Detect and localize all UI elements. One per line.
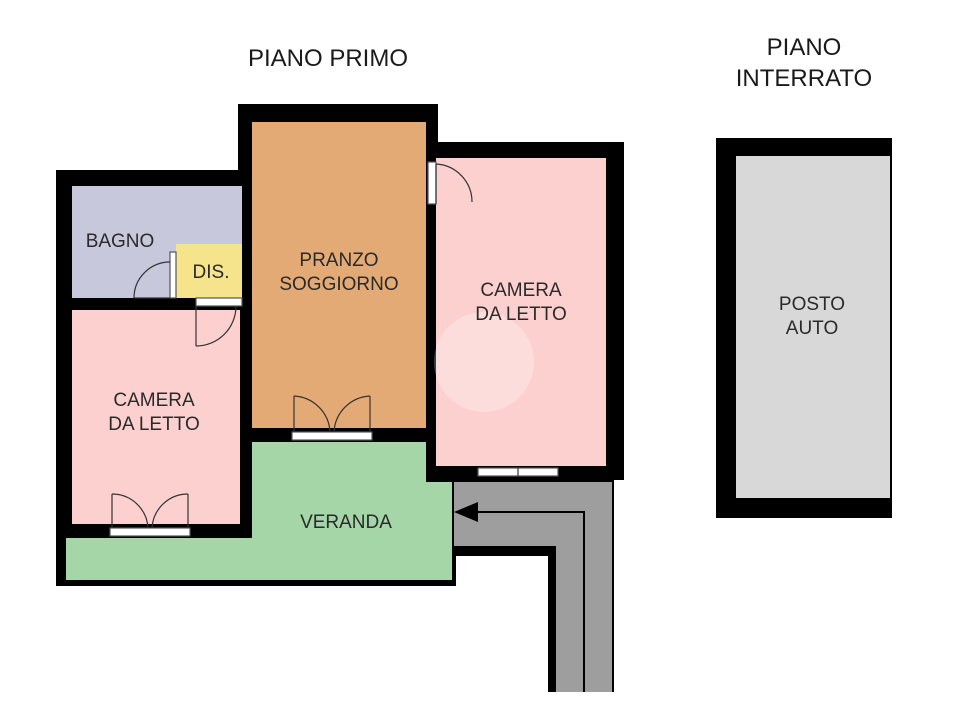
room-camera-left	[72, 310, 240, 524]
label-camera-right-line1: CAMERA	[480, 280, 562, 301]
ramp	[454, 482, 612, 692]
door-camera-right	[427, 161, 473, 205]
label-bagno: BAGNO	[86, 231, 155, 252]
door-bagno	[133, 251, 177, 299]
label-camera-left-line2: DA LETTO	[108, 414, 200, 435]
door-camera-left-double	[109, 493, 191, 537]
label-veranda: VERANDA	[300, 512, 392, 533]
room-dis	[176, 244, 242, 298]
label-camera-left-line1: CAMERA	[113, 390, 195, 411]
ramp-surface	[454, 482, 612, 692]
label-camera-right-line2: DA LETTO	[475, 304, 567, 325]
heading-piano-primo: PIANO PRIMO	[248, 45, 408, 72]
heading-piano-interrato-line2: INTERRATO	[736, 65, 872, 92]
room-veranda	[66, 442, 452, 580]
heading-piano-interrato-line1: PIANO	[767, 34, 842, 61]
watermark-logo	[434, 312, 534, 412]
room-camera-right	[436, 158, 606, 466]
room-pranzo-soggiorno	[252, 122, 426, 428]
doors	[109, 161, 559, 537]
label-posto-auto-line2: AUTO	[786, 318, 838, 339]
rooms	[66, 122, 890, 580]
door-pranzo-double	[291, 395, 373, 441]
label-pranzo-line2: SOGGIORNO	[279, 274, 398, 295]
label-posto-auto-line1: POSTO	[779, 294, 845, 315]
labels: PIANO PRIMO PIANO INTERRATO BAGNO DIS. P…	[86, 34, 873, 533]
label-pranzo-line1: PRANZO	[299, 250, 378, 271]
door-camera-left	[195, 297, 243, 347]
label-dis: DIS.	[193, 262, 230, 283]
ramp-line	[470, 511, 585, 692]
ramp-arrow-head	[454, 502, 478, 522]
window-camera-right	[477, 467, 559, 477]
room-posto-auto	[736, 156, 890, 498]
